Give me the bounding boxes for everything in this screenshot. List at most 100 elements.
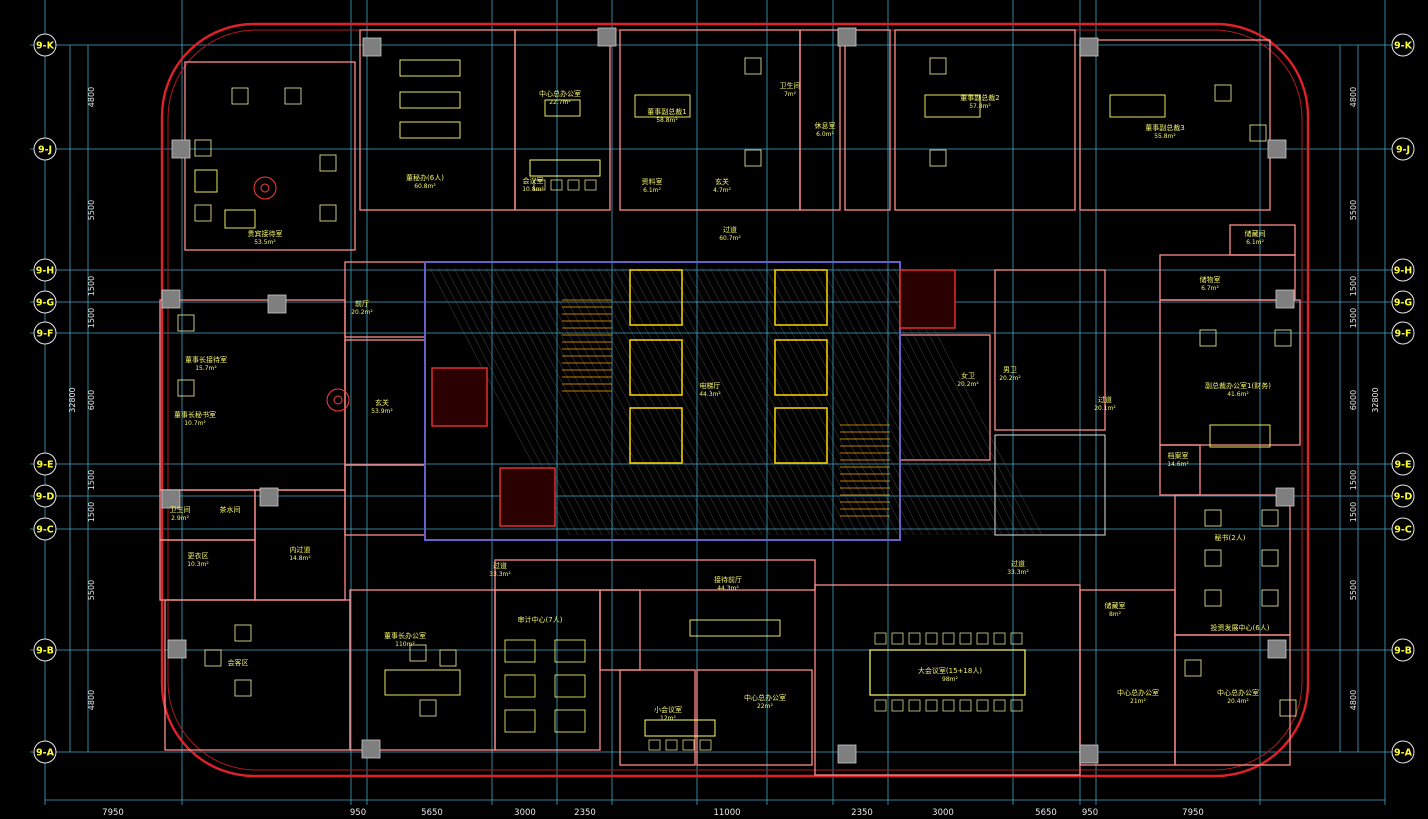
room-wall (514, 29, 611, 211)
chair (1279, 699, 1297, 717)
elevator-shaft (629, 339, 683, 396)
room-name: 小会议室 (654, 705, 682, 714)
axis-bubble (1391, 137, 1415, 161)
core-hatch (853, 267, 995, 536)
room-wall (894, 29, 1076, 211)
axis-label: 9-B (1394, 646, 1412, 657)
room-area: 60.8m² (414, 183, 436, 190)
room-name: 储藏室 (1105, 601, 1126, 610)
room-area: 4.7m² (713, 187, 731, 194)
dimension-bottom: 950 (350, 808, 366, 818)
core-hatch (821, 267, 963, 536)
dimension-bottom: 5650 (1035, 808, 1057, 818)
axis-label: 9-C (36, 525, 54, 536)
core-hatch (653, 267, 795, 536)
core-hatch (813, 267, 955, 536)
structural-column (837, 744, 857, 764)
desk (384, 669, 461, 696)
chair (409, 644, 427, 662)
chair (1261, 549, 1279, 567)
structural-column (1267, 139, 1287, 159)
core-hatch (669, 267, 811, 536)
axis-bubble (33, 484, 57, 508)
axis-bubble (1391, 484, 1415, 508)
core-hatch (501, 267, 643, 536)
conference-chair (925, 632, 938, 645)
room-area: 10.8m² (522, 186, 544, 193)
elevator-core (424, 261, 1106, 541)
chair (319, 154, 337, 172)
dimension-right: 1500 (1349, 276, 1358, 296)
core-hatch (533, 267, 675, 536)
desk (224, 209, 256, 229)
axis-label: 9-F (1394, 329, 1411, 340)
room-name: 会客区 (228, 658, 249, 667)
chair (177, 314, 195, 332)
core-wall (424, 261, 901, 541)
chandelier-symbol (333, 395, 343, 405)
dimension-bottom: 11000 (713, 808, 740, 818)
room-area: 98m² (942, 676, 958, 683)
dimension-left: 6000 (87, 390, 96, 410)
axis-bubble (33, 290, 57, 314)
core-hatch (621, 267, 763, 536)
room-name: 贵宾接待室 (248, 229, 283, 238)
axis-bubble (33, 33, 57, 57)
core-hatch (717, 267, 859, 536)
dimension-bottom: 2350 (574, 808, 596, 818)
chair (1274, 329, 1292, 347)
core-hatch (765, 267, 907, 536)
core-hatch (573, 267, 715, 536)
room-name: 董事长办公室 (384, 631, 426, 640)
inner-wall (167, 29, 1303, 771)
structural-column (1079, 744, 1099, 764)
room-wall (1174, 494, 1291, 636)
structural-column (161, 489, 181, 509)
meeting-chair (533, 179, 546, 191)
desk (194, 169, 218, 193)
room-area: 6.1m² (1246, 239, 1264, 246)
axis-bubble (33, 137, 57, 161)
core-hatch (861, 267, 1003, 536)
meeting-chair (584, 179, 597, 191)
axis-label: 9-F (36, 329, 53, 340)
core-hatch (805, 267, 947, 536)
meeting-chair (665, 739, 678, 751)
room-area: 60.7m² (719, 235, 741, 242)
room-wall (494, 589, 601, 751)
core-hatch (829, 267, 971, 536)
axis-label: 9-K (1394, 41, 1413, 52)
axis-bubble (33, 321, 57, 345)
dimension-right: 4800 (1349, 87, 1358, 107)
elevator-shaft (629, 269, 683, 326)
room-name: 投资发展中心(6人) (1211, 623, 1270, 632)
desk (1209, 424, 1271, 448)
core-hatch (645, 267, 787, 536)
dimension-bottom: 7950 (102, 808, 124, 818)
dimension-bottom: 3000 (932, 808, 954, 818)
room-name: 董秘办(6人) (406, 173, 444, 182)
room-wall (696, 669, 813, 766)
room-area: 44.3m² (699, 391, 721, 398)
room-name: 秘书(2人) (1215, 533, 1246, 542)
room-name: 档案室 (1168, 451, 1189, 460)
core-hatch (709, 267, 851, 536)
dimension-right-total: 32800 (1371, 387, 1380, 412)
elevator-shaft (629, 407, 683, 464)
axis-label: 9-D (36, 492, 55, 503)
workstation (504, 674, 536, 698)
core-hatch (845, 267, 987, 536)
core-hatch (701, 267, 843, 536)
service-shaft (499, 467, 556, 527)
conference-chair (976, 632, 989, 645)
core-hatch (485, 267, 627, 536)
room-name: 过道 (1011, 559, 1025, 568)
axis-label: 9-H (1394, 266, 1413, 277)
core-hatch (637, 267, 779, 536)
chandelier-symbol (326, 388, 350, 412)
meeting-chair (648, 739, 661, 751)
elevator-shaft (774, 407, 828, 464)
room-name: 玄关 (375, 398, 389, 407)
desk (399, 121, 461, 139)
desk (634, 94, 691, 118)
